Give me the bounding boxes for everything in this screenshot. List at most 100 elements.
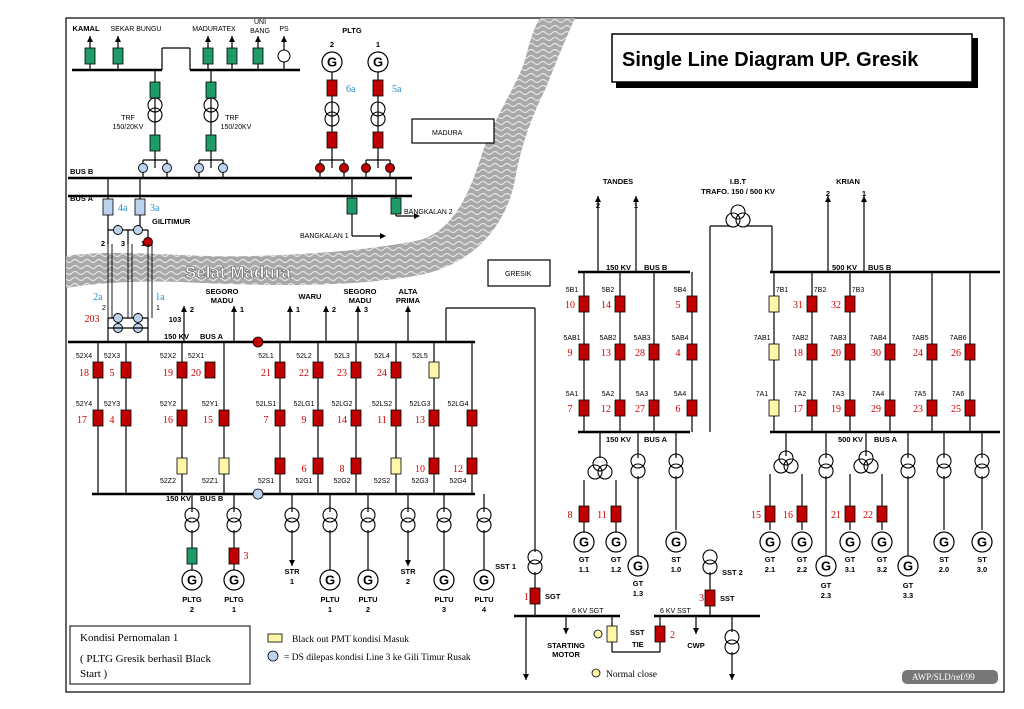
strait-water	[66, 18, 575, 288]
gt-number: 22	[863, 510, 873, 521]
row3-number: 12	[453, 464, 463, 475]
trf-hv-breaker	[149, 134, 161, 152]
generator-glyph: G	[797, 535, 807, 550]
low-code: 7A3	[832, 391, 845, 398]
low-breaker	[648, 399, 660, 417]
low-breaker	[806, 399, 818, 417]
unit-number: 2.3	[821, 591, 831, 600]
low-code: 5A1	[566, 391, 579, 398]
trf-lv-breaker	[149, 81, 161, 99]
row1-breaker	[92, 361, 104, 379]
low-code: 7A4	[872, 391, 885, 398]
row2-code: 52LS2	[372, 401, 392, 408]
transformer-winding	[783, 458, 799, 474]
ibt-trafo-label: TRAFO. 150 / 500 KV	[701, 187, 775, 196]
unit-transformer-icon	[284, 507, 300, 523]
unit-transformer-icon	[400, 507, 416, 523]
unit-name: PLTG	[224, 595, 244, 604]
gt-transformer-icon	[853, 458, 869, 474]
generator-glyph: G	[479, 573, 489, 588]
outgoing-line-arrow-icon	[323, 306, 329, 312]
unit-number: 2.1	[765, 565, 775, 574]
top-code: 5B2	[602, 287, 615, 294]
row1-code: 52L3	[334, 353, 350, 360]
gt-breaker	[796, 505, 808, 523]
top-breaker	[768, 295, 780, 313]
ibt-label: I.B.T	[730, 177, 747, 186]
gt-generator-icon	[573, 531, 595, 553]
transformer-winding	[858, 450, 874, 466]
row2-number: 14	[337, 415, 347, 426]
unit-number: 2	[190, 605, 194, 614]
trf-rating: 150/20KV	[113, 124, 144, 131]
diagram-title: Single Line Diagram UP. Gresik	[622, 49, 919, 71]
row1-breaker	[176, 361, 188, 379]
gt-generator-icon	[759, 531, 781, 553]
feeder-arrow-icon	[281, 36, 287, 42]
row1-code: 52X2	[160, 353, 176, 360]
unit-number: 1.0	[671, 565, 681, 574]
sst-label: SST	[720, 594, 735, 603]
row1-code: 52L4	[374, 353, 390, 360]
legend-yellow-swatch	[267, 633, 283, 643]
low-number: 29	[871, 404, 881, 415]
row2-number: 11	[377, 415, 387, 426]
sst-breaker	[704, 589, 716, 607]
feeder-breaker	[112, 47, 124, 65]
bay-code: 3a	[150, 203, 160, 214]
gen-code: 5a	[392, 84, 402, 95]
row1-number: 24	[377, 368, 387, 379]
feeder-arrow-icon	[229, 36, 235, 42]
segoro-madu-label: MADU	[211, 296, 234, 305]
gen-transformer-icon	[370, 101, 386, 117]
sst-tie-label: SST	[630, 628, 645, 637]
station-service-arrow-icon	[289, 560, 295, 566]
sgt-tie-breaker	[606, 625, 618, 643]
generator-glyph: G	[325, 573, 335, 588]
unit-name: GT	[845, 555, 856, 564]
mid-code: 7AB2	[791, 335, 808, 342]
low-breaker	[768, 399, 780, 417]
gt-generator-icon	[605, 531, 627, 553]
row2-breaker	[92, 409, 104, 427]
row3-breaker	[428, 457, 440, 475]
row1-breaker	[274, 361, 286, 379]
pltg-madura-label: PLTG	[342, 26, 362, 35]
busbar-disconnector	[218, 163, 228, 173]
feeder-arrow-icon	[115, 36, 121, 42]
lower-line-number: 1	[156, 305, 160, 312]
pltg1-breaker	[228, 547, 240, 565]
low-code: 5A2	[602, 391, 615, 398]
left-bus-b-kv: 150 KV	[166, 494, 191, 503]
line-disconnector	[133, 313, 143, 323]
st-generator-icon	[971, 531, 993, 553]
transformer-winding	[324, 111, 340, 127]
row2-breaker	[312, 409, 324, 427]
mid-code: 7AB3	[829, 335, 846, 342]
outgoing-line-arrow-icon	[181, 306, 187, 312]
low-breaker	[884, 399, 896, 417]
generator-icon	[357, 569, 379, 591]
unit-name: PLTU	[358, 595, 377, 604]
row1-breaker	[120, 361, 132, 379]
generator-icon	[473, 569, 495, 591]
mid-number: 28	[635, 348, 645, 359]
feeder-bang: BANG	[250, 28, 270, 35]
generator-glyph: G	[439, 573, 449, 588]
row2-breaker	[350, 409, 362, 427]
row3-code: 52Z2	[160, 478, 176, 485]
transformer-winding	[735, 212, 751, 228]
mid-code: 5AB2	[599, 335, 616, 342]
low-number: 23	[913, 404, 923, 415]
low-number: 17	[793, 404, 803, 415]
row2-breaker	[120, 409, 132, 427]
transformer-winding	[778, 450, 794, 466]
unit-name: GT	[579, 555, 590, 564]
row2-code: 52Y2	[160, 401, 176, 408]
row3-breaker	[176, 457, 188, 475]
row3-breaker	[390, 457, 402, 475]
generator-glyph: G	[187, 573, 197, 588]
row1-number: 23	[337, 368, 347, 379]
mid-code: 7AB1	[753, 335, 770, 342]
busbar-disconnector	[162, 163, 172, 173]
